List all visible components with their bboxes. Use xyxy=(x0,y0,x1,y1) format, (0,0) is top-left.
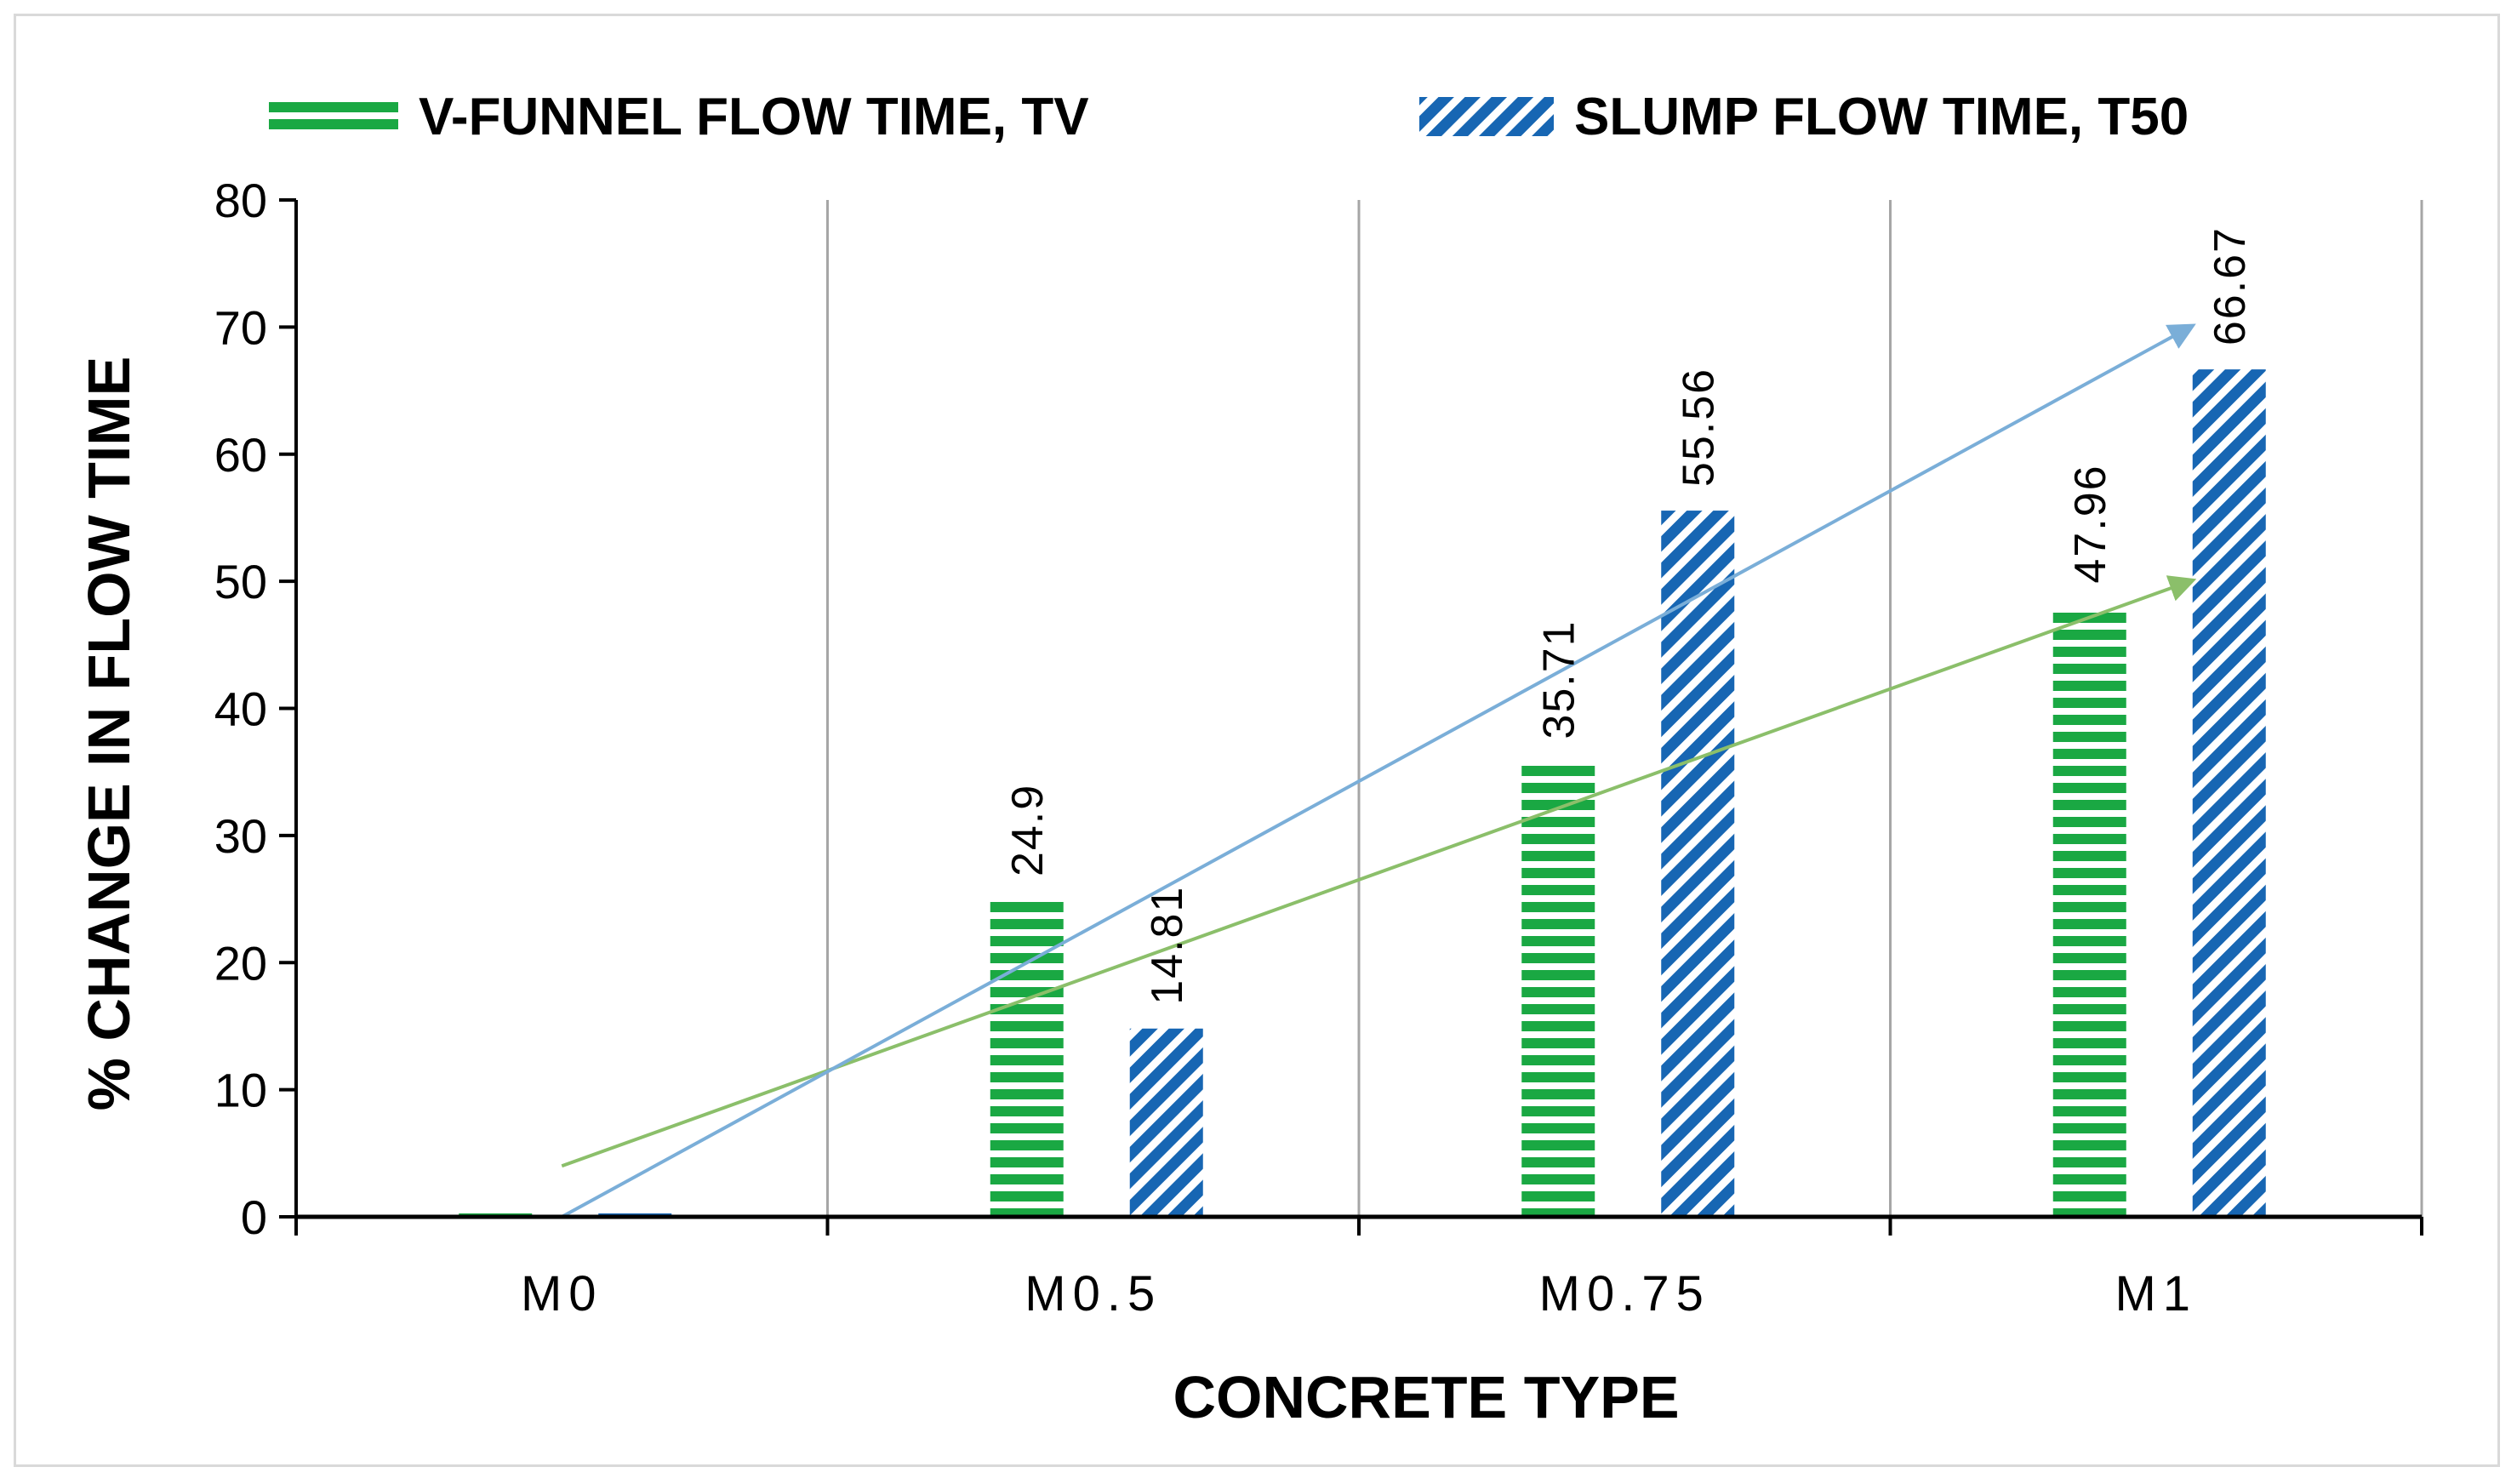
bar-1-M1 xyxy=(2192,369,2266,1217)
y-tick-label-70: 70 xyxy=(214,300,267,354)
y-axis-title: % CHANGE IN FLOW TIME xyxy=(76,357,142,1111)
bar-1-M0.75 xyxy=(1661,511,1735,1217)
bar-1-M0.5 xyxy=(1129,1028,1203,1217)
category-gridlines xyxy=(826,200,2423,1217)
trendline-0 xyxy=(561,575,2197,1168)
bar-0-M1 xyxy=(2052,607,2126,1217)
y-tick-label-60: 60 xyxy=(214,428,267,482)
bars-group xyxy=(459,369,2266,1217)
data-label-0-M1: 47.96 xyxy=(2066,464,2115,583)
x-tick-label-M1: M1 xyxy=(2115,1266,2197,1321)
legend-label-slump: SLUMP FLOW TIME, T50 xyxy=(1574,88,2189,146)
data-label-0-M0.75: 35.71 xyxy=(1534,619,1584,739)
y-tick-label-30: 30 xyxy=(214,809,267,863)
y-tick-label-40: 40 xyxy=(214,682,267,736)
y-tick-label-20: 20 xyxy=(214,936,267,990)
trendlines-group xyxy=(561,323,2197,1219)
y-tick-label-10: 10 xyxy=(214,1064,267,1117)
legend: V-FUNNEL FLOW TIME, TV SLUMP FLOW TIME, … xyxy=(269,88,2189,146)
legend-swatch-v-funnel xyxy=(269,97,398,136)
y-tick-label-50: 50 xyxy=(214,555,267,608)
bar-0-M0.75 xyxy=(1521,762,1595,1217)
data-label-1-M0.75: 55.56 xyxy=(1674,368,1723,487)
trendline-1 xyxy=(561,323,2196,1219)
data-label-1-M0.5: 14.81 xyxy=(1143,886,1192,1005)
data-labels-group: 24.9 35.71 47.96 14.81 55.56 66.67 xyxy=(1003,226,2255,1005)
legend-swatch-slump xyxy=(1419,97,1554,136)
data-label-1-M1: 66.67 xyxy=(2206,226,2255,345)
x-tick-label-M0: M0 xyxy=(521,1266,603,1321)
y-tick-label-0: 0 xyxy=(241,1190,267,1244)
bar-0-M0.5 xyxy=(990,900,1064,1217)
data-label-0-M0.5: 24.9 xyxy=(1003,784,1053,876)
y-tick-label-80: 80 xyxy=(214,174,267,227)
x-axis-title: CONCRETE TYPE xyxy=(1173,1364,1679,1430)
x-tick-label-M0.5: M0.5 xyxy=(1024,1266,1161,1321)
x-tick-label-M0.75: M0.75 xyxy=(1539,1266,1710,1321)
legend-label-v-funnel: V-FUNNEL FLOW TIME, TV xyxy=(419,88,1089,146)
